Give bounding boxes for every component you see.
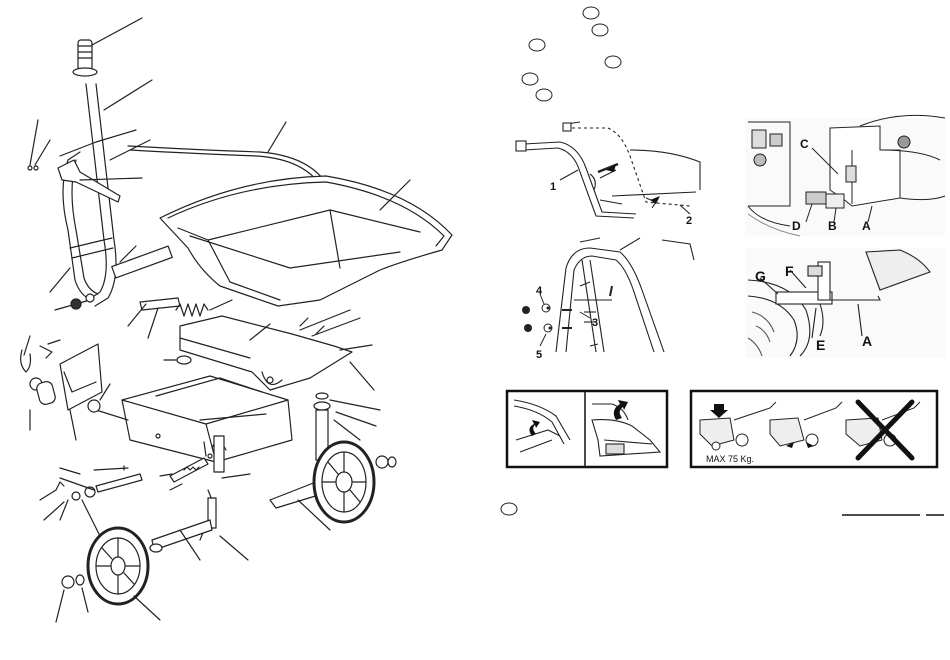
handle-assembly-panel: 1 2 bbox=[516, 122, 700, 227]
max-load-label: MAX 75 Kg. bbox=[706, 454, 754, 464]
callout-E: E bbox=[816, 337, 825, 353]
bracket-detail-panel: C D B A bbox=[745, 115, 945, 236]
callout-F: F bbox=[785, 263, 794, 279]
side-nut bbox=[71, 294, 94, 309]
callout-2: 2 bbox=[686, 215, 692, 227]
callout-A-top: A bbox=[862, 219, 871, 233]
callout-1: 1 bbox=[550, 181, 556, 193]
handlebar-tube bbox=[50, 80, 152, 310]
badge-4 bbox=[605, 56, 621, 68]
wheelbarrow-tub bbox=[160, 176, 452, 306]
lever-info-box bbox=[507, 391, 667, 467]
callout-4: 4 bbox=[536, 285, 543, 297]
callout-B: B bbox=[828, 219, 837, 233]
gearbox-base bbox=[96, 376, 292, 462]
badge-2 bbox=[592, 24, 608, 36]
exploded-assembly-diagram bbox=[21, 18, 452, 622]
right-wheel bbox=[314, 442, 396, 522]
bolt-parts bbox=[522, 294, 590, 346]
callout-D: D bbox=[792, 219, 801, 233]
left-wheel bbox=[56, 528, 160, 622]
wheel-detail-panel: G F E A bbox=[745, 248, 945, 358]
spring bbox=[176, 300, 232, 316]
callout-A-bottom: A bbox=[862, 333, 872, 349]
load-info-box: MAX 75 Kg. bbox=[691, 391, 937, 467]
callout-3: 3 bbox=[592, 317, 598, 329]
mounting-bracket bbox=[112, 246, 180, 338]
callout-5: 5 bbox=[536, 349, 542, 361]
nut-washer bbox=[164, 356, 191, 364]
callout-G: G bbox=[755, 268, 766, 284]
axle-shafts bbox=[40, 466, 142, 536]
callout-C: C bbox=[800, 137, 809, 151]
badge-6 bbox=[536, 89, 552, 101]
badge-footer bbox=[501, 503, 517, 515]
left-fork bbox=[150, 520, 248, 560]
side-shield bbox=[60, 344, 102, 440]
badge-5 bbox=[522, 73, 538, 85]
handle-grip bbox=[73, 18, 142, 76]
badge-3 bbox=[529, 39, 545, 51]
bolt-detail-panel: 4 3 5 bbox=[522, 238, 694, 361]
throttle-lever bbox=[28, 120, 150, 202]
badge-1 bbox=[583, 7, 599, 19]
